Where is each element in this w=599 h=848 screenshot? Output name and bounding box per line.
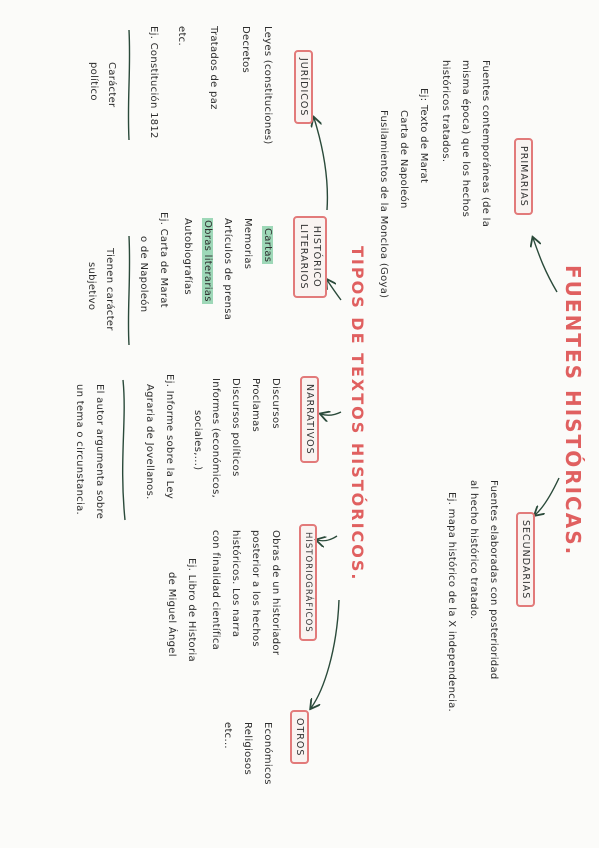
otros-box: OTROS xyxy=(290,710,309,765)
primarias-example: Carta de Napoleón xyxy=(398,110,409,209)
narrativos-box: NARRATIVOS xyxy=(300,376,319,463)
historico-note: Tienen carácter xyxy=(104,248,115,331)
narrativos-item: Discursos políticos xyxy=(230,378,241,477)
juridicos-item: Decretos xyxy=(240,26,251,74)
juridicos-box: JURÍDICOS xyxy=(294,50,313,125)
main-title: FUENTES HISTÓRICAS. xyxy=(561,265,585,557)
narrativos-note: un tema o circunstancia. xyxy=(74,384,85,515)
historico-item: Memorias xyxy=(242,218,253,270)
secundarias-line: Fuentes elaboradas con posterioridad xyxy=(488,480,499,680)
secundarias-line: al hecho histórico tratado. xyxy=(468,480,479,620)
arrow-to-otros xyxy=(311,599,340,708)
historiograficos-line: con finalidad científica xyxy=(210,530,221,651)
secundarias-box: SECUNDARIAS xyxy=(516,512,535,608)
historico-item: Artículos de prensa xyxy=(222,218,233,321)
juridicos-example: Ej. Constitución 1812 xyxy=(148,26,159,139)
primarias-line: Fuentes contemporáneas (de la xyxy=(480,60,491,228)
arrow-to-juridicos xyxy=(314,118,329,211)
juridicos-note: Carácter xyxy=(106,62,117,108)
historico-item: Autobiografías xyxy=(182,218,193,295)
narrativos-item: Proclamas xyxy=(250,378,261,433)
juridicos-note: político xyxy=(88,62,99,101)
primarias-line: históricos tratados. xyxy=(440,60,451,163)
historico-item-cartas: Cartas xyxy=(262,226,273,265)
narrativos-note: El autor argumenta sobre xyxy=(94,384,105,520)
brace-narrativos xyxy=(122,379,126,521)
brace-historico xyxy=(127,235,131,346)
historico-item: Obras literarias xyxy=(202,218,213,304)
historico-example: Ej. Carta de Marat xyxy=(158,212,169,308)
primarias-box: PRIMARIAS xyxy=(514,138,533,215)
primarias-example: Fusilamientos de la Moncloa (Goya) xyxy=(378,110,389,299)
secundarias-line: Ej. mapa histórico de la X independencia… xyxy=(446,492,457,712)
juridicos-item: etc. xyxy=(176,26,187,46)
otros-item: Económicos xyxy=(262,722,273,785)
subtitle: TIPOS DE TEXTOS HISTÓRICOS. xyxy=(348,246,367,582)
historiograficos-example: de Miguel Ángel xyxy=(166,572,177,657)
arrow-to-narrativos xyxy=(321,412,342,415)
historico-item: Cartas xyxy=(262,226,273,265)
juridicos-item: Tratados de paz xyxy=(208,26,219,110)
arrow-to-historico xyxy=(327,280,342,301)
arrow-to-historiograficos xyxy=(317,535,338,541)
narrativos-example: Ej. Informe sobre la Ley xyxy=(164,374,175,500)
narrativos-example: Agraria de Jovellanos. xyxy=(144,384,155,500)
historico-literarios-box: HISTÓRICO LITERARIOS xyxy=(293,216,327,298)
historiograficos-box: HISTORIOGRÁFICOS xyxy=(299,524,317,641)
juridicos-item: Leyes (constituciones) xyxy=(262,26,273,145)
historico-note: subjetivo xyxy=(86,262,97,311)
narrativos-item: Informes (económicos, xyxy=(210,378,221,499)
otros-item: Religiosos xyxy=(242,722,253,775)
arrow-to-secundarias xyxy=(535,477,560,515)
otros-item: etc... xyxy=(222,722,233,749)
brace-juridicos xyxy=(127,29,131,141)
historiograficos-line: posterior a los hechos xyxy=(250,530,261,647)
historiograficos-line: históricos. Los narra xyxy=(230,530,241,638)
historico-example: o de Napoleón xyxy=(138,236,149,313)
primarias-line: misma época) que los hechos xyxy=(460,60,471,218)
narrativos-item: sociales,...) xyxy=(192,410,203,471)
historiograficos-example: Ej. Libro de Historia xyxy=(186,558,197,662)
historico-label-line1: HISTÓRICO xyxy=(311,225,322,288)
narrativos-item: Discursos xyxy=(270,378,281,429)
primarias-example: Ej: Texto de Marat xyxy=(418,88,429,184)
arrow-to-primarias xyxy=(533,238,558,293)
historiograficos-line: Obras de un historiador xyxy=(270,530,281,656)
historico-label-line2: LITERARIOS xyxy=(298,224,309,290)
historico-item-obras: Obras literarias xyxy=(202,218,213,304)
